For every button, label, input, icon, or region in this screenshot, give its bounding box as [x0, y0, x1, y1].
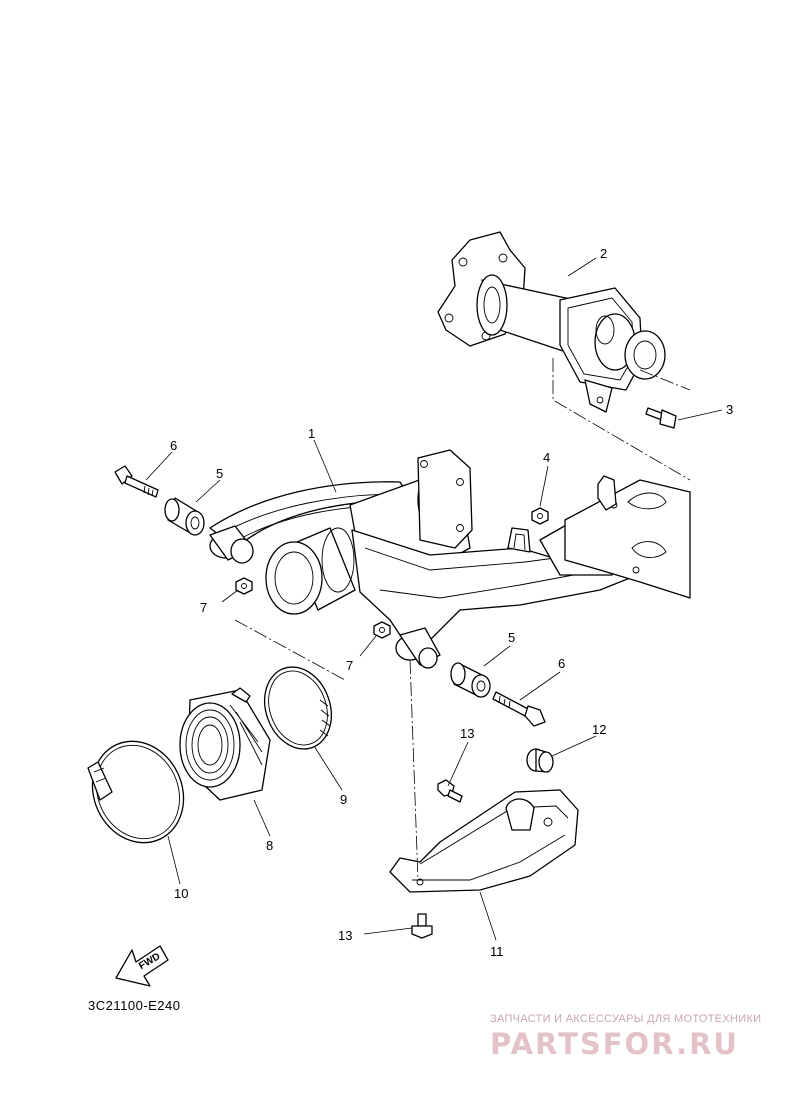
part-12-damper [526, 748, 554, 773]
callout-labels: 1 2 3 4 5 5 6 6 7 7 8 9 10 11 12 13 13 [170, 246, 733, 959]
part-2-axle-housing [437, 231, 666, 413]
part-7-nut-lower [373, 621, 391, 639]
part-7-nut-upper [235, 577, 253, 595]
part-13-screw-upper [437, 779, 463, 803]
callout-13-upper: 13 [460, 726, 474, 741]
callout-4: 4 [543, 450, 550, 465]
callout-10: 10 [174, 886, 188, 901]
part-6-bolt-lower [492, 691, 546, 727]
callout-7-lower: 7 [346, 658, 353, 673]
callout-13-lower: 13 [338, 928, 352, 943]
callout-5-lower: 5 [508, 630, 515, 645]
callout-3: 3 [726, 402, 733, 417]
leader-lines [145, 257, 723, 941]
assembly-center-lines [234, 358, 691, 881]
part-11-guard [389, 789, 579, 893]
callout-1: 1 [308, 426, 315, 441]
watermark-subtitle: ЗАПЧАСТИ И АКСЕССУАРЫ ДЛЯ МОТОТЕХНИКИ [490, 1013, 761, 1025]
part-10-clamp [87, 740, 185, 844]
callout-12: 12 [592, 722, 606, 737]
watermark: ЗАПЧАСТИ И АКСЕССУАРЫ ДЛЯ МОТОТЕХНИКИ PA… [490, 1013, 761, 1061]
part-5-bushing-lower [450, 662, 491, 698]
callout-2: 2 [600, 246, 607, 261]
part-6-bolt-upper [114, 465, 159, 498]
callout-6-upper: 6 [170, 438, 177, 453]
part-5-bushing-upper [164, 497, 205, 536]
fwd-arrow: FWD [115, 945, 169, 987]
part-4-nut [531, 507, 549, 525]
callout-11: 11 [490, 944, 504, 959]
callout-7-upper: 7 [200, 600, 207, 615]
part-3-bolt [645, 407, 677, 429]
part-13-screw-lower [411, 913, 433, 939]
callout-9: 9 [340, 792, 347, 807]
callout-6-lower: 6 [558, 656, 565, 671]
part-8-boot [179, 687, 271, 801]
callout-5-upper: 5 [216, 466, 223, 481]
bracket-plate [564, 475, 691, 599]
diagram-code: 3C21100-E240 [88, 998, 181, 1013]
watermark-brand: PARTSFOR.RU [490, 1027, 739, 1061]
callout-8: 8 [266, 838, 273, 853]
part-9-clamp-ring [264, 666, 332, 750]
